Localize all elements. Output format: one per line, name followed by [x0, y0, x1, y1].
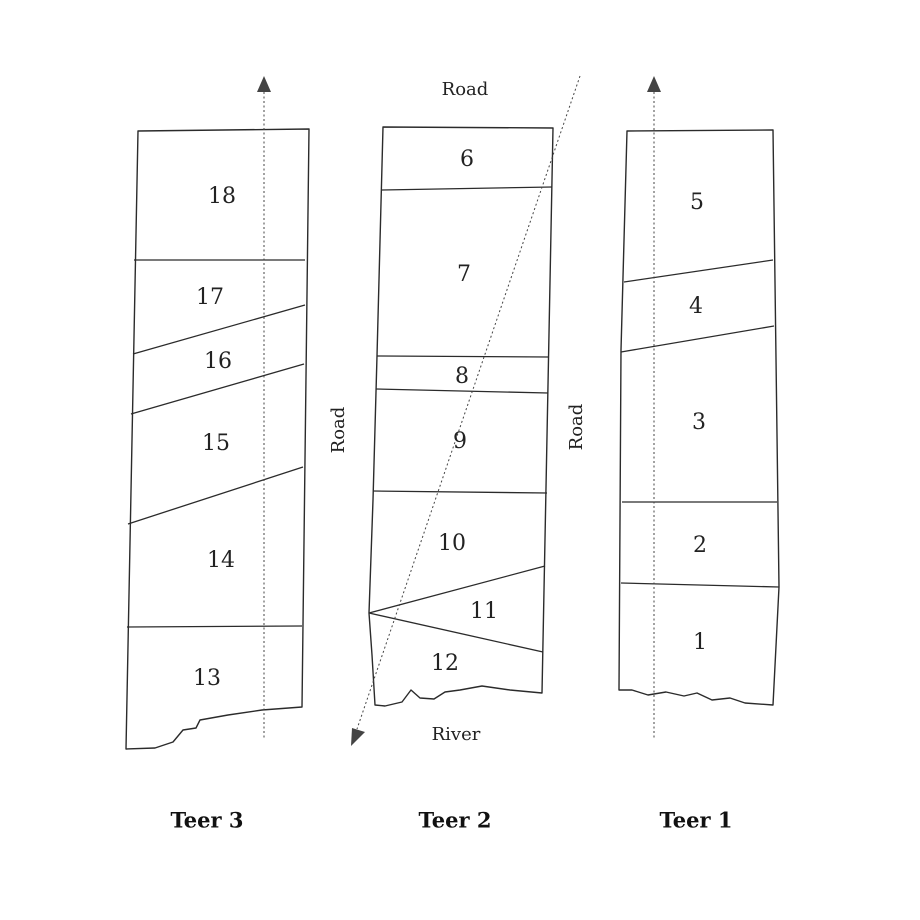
teer-1-divider-1-2 — [620, 582, 780, 588]
plot-number-2: 2 — [693, 533, 707, 558]
plot-number-5: 5 — [690, 190, 704, 215]
plot-number-10: 10 — [438, 531, 466, 556]
plot-number-8: 8 — [455, 364, 469, 389]
road-label-top: Road — [442, 79, 489, 100]
teer-2-divider-11-12 — [368, 612, 544, 653]
road-label-right: Road — [566, 404, 587, 451]
teer-1-label: Teer 1 — [660, 808, 733, 833]
river-label: River — [432, 724, 481, 745]
teer-3-divider-16-17 — [132, 304, 306, 355]
plot-number-15: 15 — [202, 431, 230, 456]
teer-1-outline — [618, 129, 780, 706]
teer-3-label: Teer 3 — [171, 808, 244, 833]
road-label-left: Road — [328, 407, 349, 454]
plot-number-16: 16 — [204, 349, 232, 374]
plot-number-12: 12 — [431, 651, 459, 676]
teer-2-divider-8-9 — [375, 388, 549, 394]
teer-2-strip: 6 7 8 9 10 11 12 — [351, 75, 581, 746]
teer-2-direction-line — [356, 75, 581, 730]
teer-3-divider-13-14 — [126, 625, 303, 628]
teer-2-outline — [368, 126, 554, 707]
plot-number-17: 17 — [196, 285, 224, 310]
plot-number-1: 1 — [693, 630, 707, 655]
plot-number-11: 11 — [470, 599, 498, 624]
plot-number-7: 7 — [457, 262, 471, 287]
plot-number-13: 13 — [193, 666, 221, 691]
teer-2-divider-9-10 — [372, 490, 548, 494]
teer-2-divider-7-8 — [376, 355, 549, 358]
plot-number-6: 6 — [460, 147, 474, 172]
teer-2-divider-10-11 — [368, 565, 546, 614]
plot-number-14: 14 — [207, 548, 235, 573]
plot-number-4: 4 — [689, 294, 703, 319]
arrow-head-icon — [351, 728, 365, 746]
arrow-head-icon — [257, 76, 271, 92]
teer-3-strip: 18 17 16 15 14 13 — [125, 76, 310, 750]
teer-3-divider-15-16 — [130, 363, 305, 415]
teer-2-label: Teer 2 — [419, 808, 492, 833]
arrow-head-icon — [647, 76, 661, 92]
plot-number-3: 3 — [692, 410, 706, 435]
teer-1-divider-3-4 — [620, 325, 775, 353]
teer-1-divider-4-5 — [623, 259, 774, 283]
teer-3-outline — [125, 128, 310, 750]
plot-number-18: 18 — [208, 184, 236, 209]
teer-1-strip: 5 4 3 2 1 — [618, 76, 780, 740]
teer-2-divider-6-7 — [381, 186, 553, 191]
plot-number-9: 9 — [453, 429, 467, 454]
teer-3-divider-14-15 — [127, 466, 304, 525]
